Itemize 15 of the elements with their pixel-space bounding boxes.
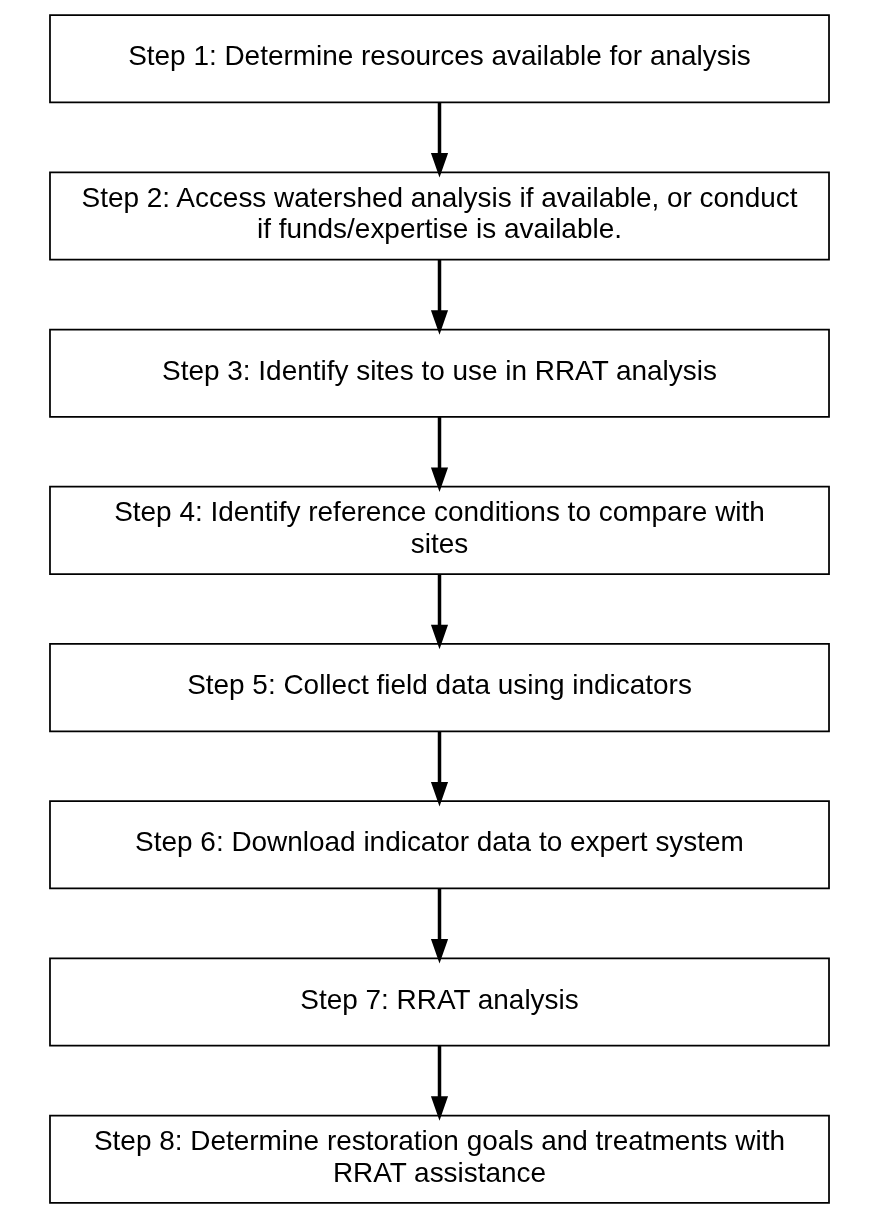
node-box: Step 7: RRAT analysis: [48, 957, 830, 1047]
arrow: [430, 1045, 448, 1121]
node-box: Step 4: Identify reference conditions to compare with sites: [48, 485, 830, 575]
node-box: Step 8: Determine restoration goals and treatments with RRAT assistance: [48, 1114, 830, 1204]
arrow: [430, 888, 448, 964]
arrow: [430, 731, 448, 807]
arrow: [430, 416, 448, 492]
node-box: Step 2: Access watershed analysis if available, or conduct if funds/expertise is available.: [48, 171, 830, 261]
arrow: [430, 259, 448, 335]
arrow: [430, 574, 448, 650]
node-box: Step 5: Collect field data using indicators: [48, 643, 830, 733]
arrow: [430, 102, 448, 178]
node-box: Step 6: Download indicator data to expert system: [48, 800, 830, 890]
node-box: Step 3: Identify sites to use in RRAT analysis: [48, 328, 830, 418]
node-box: Step 1: Determine resources available for analysis: [48, 14, 830, 104]
